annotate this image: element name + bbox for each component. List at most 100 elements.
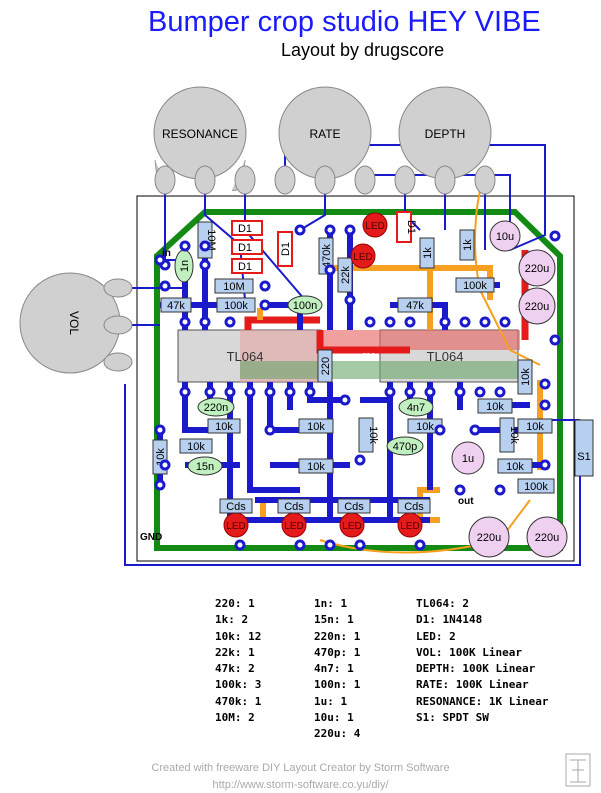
- resistor-10k-h6: 10k: [477, 398, 513, 414]
- pot-depth-label: DEPTH: [425, 127, 466, 141]
- bom-item: 22k: 1: [215, 645, 255, 659]
- led-2: LED: [281, 512, 307, 538]
- switch-s1-label: S1: [577, 451, 590, 463]
- svg-text:D1: D1: [280, 242, 292, 256]
- svg-text:220u: 220u: [477, 532, 501, 544]
- svg-text:15n: 15n: [196, 461, 214, 473]
- page-title: Bumper crop studio HEY VIBE: [148, 6, 541, 38]
- svg-text:10k: 10k: [486, 401, 504, 413]
- resistor-10k-v2: 10k: [358, 417, 379, 453]
- footer-credit: Created with freeware DIY Layout Creator…: [151, 762, 450, 774]
- svg-text:D1: D1: [405, 220, 417, 234]
- cds-1: Cds: [219, 498, 253, 514]
- pot-depth[interactable]: DEPTH: [398, 86, 492, 180]
- svg-text:10k: 10k: [416, 421, 434, 433]
- bom-item: 1n: 1: [314, 597, 348, 610]
- cap-220u-3: 220u: [468, 516, 510, 558]
- cap-1u: 1u: [451, 441, 485, 475]
- pot-rate[interactable]: RATE: [278, 86, 372, 180]
- bom-item: 47k: 2: [215, 662, 255, 676]
- bom-item: 10u: 1: [314, 711, 354, 725]
- pot-vol[interactable]: VOL: [19, 272, 133, 374]
- diode-d1-v2: D1: [396, 211, 417, 243]
- bom-item: 10k: 12: [215, 629, 262, 643]
- svg-text:10k: 10k: [307, 461, 325, 473]
- cap-15n: 15n: [187, 456, 223, 476]
- bom-item: RATE: 100K Linear: [416, 678, 529, 692]
- svg-text:1k: 1k: [462, 239, 474, 251]
- svg-text:10k: 10k: [520, 368, 532, 386]
- cap-1n: 1n: [174, 249, 194, 283]
- bom-item: 1k: 2: [215, 613, 249, 627]
- pot-lugs-top: [154, 165, 496, 195]
- bom-item: VOL: 100K Linear: [416, 645, 522, 659]
- svg-text:470p: 470p: [393, 441, 417, 453]
- solder-pads: [154, 224, 561, 551]
- svg-text:220u: 220u: [525, 301, 549, 313]
- bom-item: 220n: 1: [314, 629, 361, 643]
- ic1-label: TL064: [227, 349, 264, 364]
- diode-d1-v: D1: [277, 231, 293, 267]
- svg-text:10k: 10k: [508, 426, 520, 444]
- bom-item: 1u: 1: [314, 694, 348, 708]
- ground-rail-band: [240, 361, 520, 379]
- footer-url[interactable]: http://www.storm-software.co.yu/diy/: [212, 779, 389, 791]
- page-subtitle: Layout by drugscore: [281, 40, 445, 60]
- svg-text:10k: 10k: [526, 421, 544, 433]
- bom-item: 470k: 1: [215, 694, 262, 708]
- svg-text:1n: 1n: [179, 260, 191, 272]
- cap-10u: 10u: [489, 220, 521, 252]
- svg-text:47k: 47k: [167, 300, 185, 312]
- bom-item: RESONANCE: 1K Linear: [416, 694, 549, 708]
- svg-text:LED: LED: [400, 521, 419, 532]
- cds-4: Cds: [397, 498, 431, 514]
- resistor-100k-right: 100k: [455, 277, 495, 293]
- resistor-100k-bottom: 100k: [517, 478, 555, 494]
- switch-s1[interactable]: S1: [574, 419, 594, 477]
- resistor-10k-v4: 10k: [499, 417, 520, 453]
- diode-d1-b: D1: [231, 239, 263, 255]
- svg-text:100k: 100k: [224, 300, 248, 312]
- svg-text:LED: LED: [226, 521, 245, 532]
- svg-text:D1: D1: [238, 242, 252, 254]
- led-4: LED: [397, 512, 423, 538]
- resistor-10k-h5: 10k: [407, 418, 443, 434]
- cds-2: Cds: [277, 498, 311, 514]
- cap-470p: 470p: [386, 436, 424, 456]
- svg-text:220u: 220u: [525, 263, 549, 275]
- svg-text:10k: 10k: [367, 426, 379, 444]
- svg-text:10k: 10k: [506, 461, 524, 473]
- resistor-22k: 22k: [337, 257, 353, 293]
- svg-text:100k: 100k: [463, 280, 487, 292]
- svg-text:D1: D1: [238, 261, 252, 273]
- led-top2: LED: [350, 243, 376, 269]
- led-1: LED: [223, 512, 249, 538]
- resistor-10m-mid: 10M: [214, 278, 254, 294]
- pot-resonance[interactable]: RESONANCE: [153, 86, 247, 192]
- resistor-10k-v3: 10k: [517, 359, 533, 395]
- svg-text:10k: 10k: [215, 421, 233, 433]
- resistor-1k-b: 1k: [459, 229, 475, 261]
- cap-4n7: 4n7: [398, 397, 434, 417]
- resistor-10k-h7: 10k: [517, 418, 553, 434]
- svg-text:220n: 220n: [204, 402, 228, 414]
- svg-text:10k: 10k: [187, 441, 205, 453]
- bom-column-capacitors: 1n: 1 15n: 1 220n: 1 470p: 1 4n7: 1 100n…: [314, 596, 360, 743]
- bom-item: 15n: 1: [314, 613, 354, 627]
- resistor-10k-h2: 10k: [207, 418, 241, 434]
- svg-text:4n7: 4n7: [407, 402, 425, 414]
- resistor-10k-h4: 10k: [298, 458, 334, 474]
- cap-220u-4: 220u: [526, 516, 568, 558]
- input-label: in: [162, 248, 171, 259]
- svg-text:1k: 1k: [422, 247, 434, 259]
- supply-label: +9V: [356, 352, 374, 363]
- bom-column-other: TL064: 2 D1: 1N4148 LED: 2 VOL: 100K Lin…: [416, 596, 548, 726]
- svg-text:47k: 47k: [406, 300, 424, 312]
- bom-item: D1: 1N4148: [416, 613, 483, 627]
- gnd-label: GND: [140, 532, 162, 543]
- svg-text:10u: 10u: [496, 231, 514, 243]
- diode-d1-c: D1: [231, 258, 263, 274]
- svg-text:100n: 100n: [293, 300, 317, 312]
- svg-text:1u: 1u: [462, 453, 474, 465]
